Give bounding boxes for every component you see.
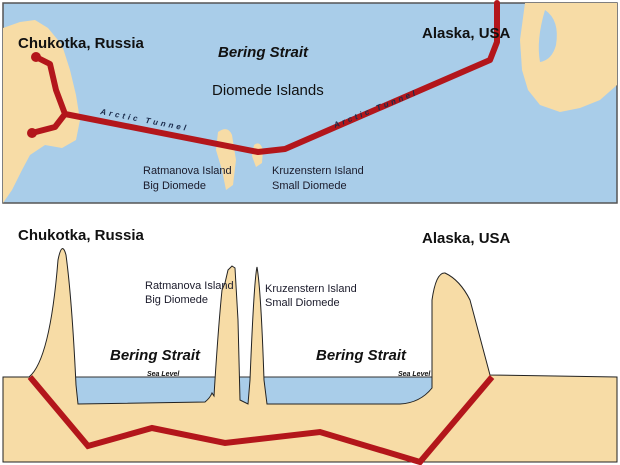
- tunnel-branch-map: [29, 111, 68, 136]
- profile-panel: Chukotka, Russia Alaska, USA Ratmanova I…: [2, 206, 618, 465]
- islands-label: Diomede Islands: [212, 82, 324, 99]
- strait-label: Bering Strait: [218, 44, 309, 61]
- profile-russia-label: Chukotka, Russia: [18, 227, 145, 244]
- profile-big-island-sublabel: Big Diomede: [145, 294, 208, 306]
- tunnel-route-profile: [27, 375, 495, 465]
- chukotka-land: [3, 20, 80, 203]
- big-island-label: Ratmanova Island: [143, 165, 232, 177]
- alaska-lagoon: [538, 10, 557, 62]
- russia-label: Chukotka, Russia: [18, 35, 145, 52]
- profile-small-island-label: Kruzenstern Island: [265, 283, 357, 295]
- alaska-land: [520, 3, 617, 112]
- usa-label: Alaska, USA: [422, 25, 511, 42]
- tunnel-route-map: [33, 0, 500, 155]
- map-panel: Chukotka, Russia Alaska, USA Bering Stra…: [2, 0, 618, 204]
- sea-level-label-right: Sea Level: [398, 371, 431, 378]
- small-island-label: Kruzenstern Island: [272, 165, 364, 177]
- strait-label-right: Bering Strait: [316, 347, 407, 364]
- sea-level-label-left: Sea Level: [147, 371, 180, 378]
- strait-label-left: Bering Strait: [110, 347, 201, 364]
- big-island-sublabel: Big Diomede: [143, 180, 206, 192]
- profile-big-island-label: Ratmanova Island: [145, 280, 234, 292]
- small-island-sublabel: Small Diomede: [272, 180, 347, 192]
- tunnel-endpoint: [31, 52, 41, 62]
- tunnel-endpoint: [27, 128, 37, 138]
- profile-usa-label: Alaska, USA: [422, 230, 511, 247]
- sea: [2, 2, 618, 204]
- profile-small-island-sublabel: Small Diomede: [265, 297, 340, 309]
